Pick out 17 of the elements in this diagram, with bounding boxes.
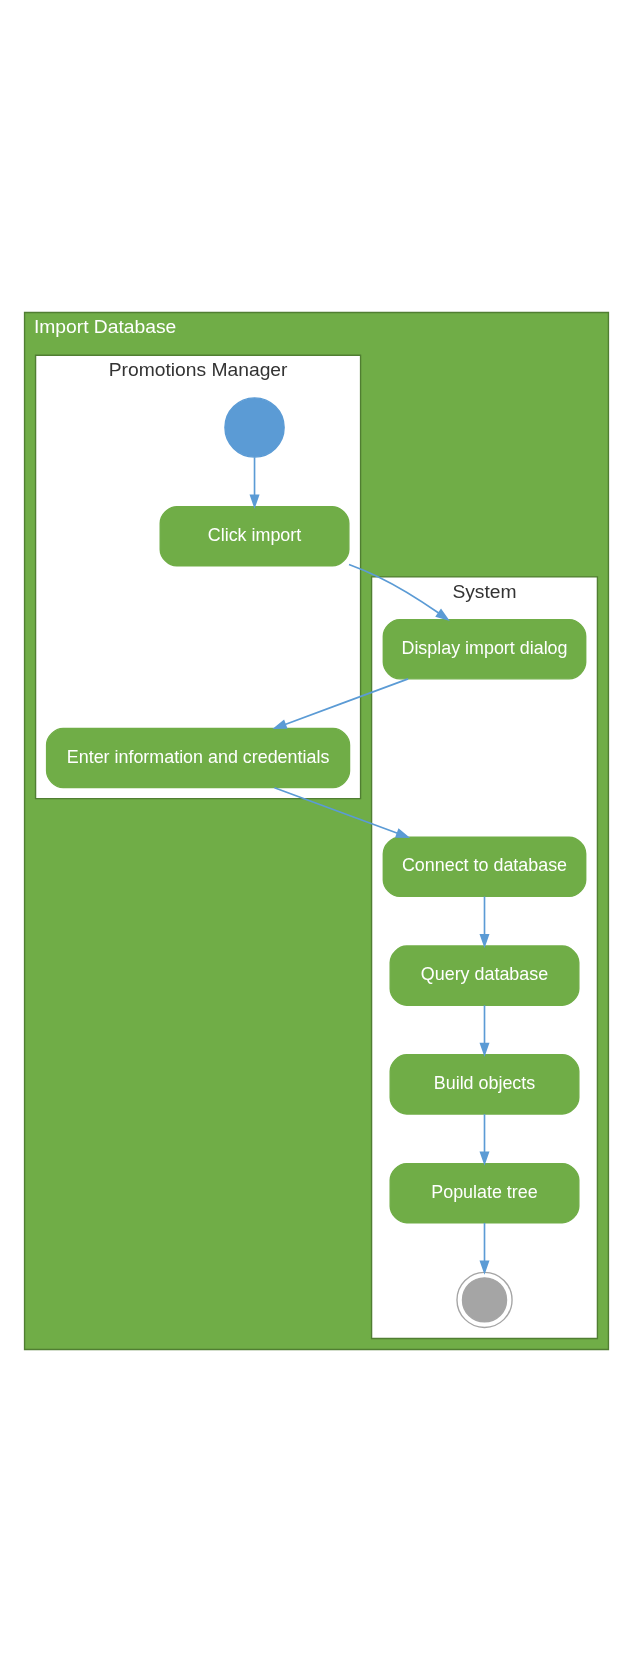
node-box: Build objects xyxy=(389,1054,580,1115)
node-box: Populate tree xyxy=(389,1162,580,1224)
arrow xyxy=(479,1113,490,1166)
arrow xyxy=(479,895,490,949)
arrow xyxy=(348,563,450,621)
arrow xyxy=(272,678,409,730)
arrow xyxy=(273,786,411,838)
node-box: Enter information and credentials xyxy=(45,727,351,789)
node-box: Connect to database xyxy=(382,836,587,898)
node-circle xyxy=(224,397,285,458)
arrow xyxy=(479,1222,490,1275)
arrow xyxy=(479,1004,490,1057)
node-box: Display import dialog xyxy=(382,618,587,680)
node-box: Query database xyxy=(389,945,580,1006)
node-box: Click import xyxy=(159,506,350,567)
node-circle xyxy=(456,1271,513,1329)
arrow xyxy=(249,456,260,509)
